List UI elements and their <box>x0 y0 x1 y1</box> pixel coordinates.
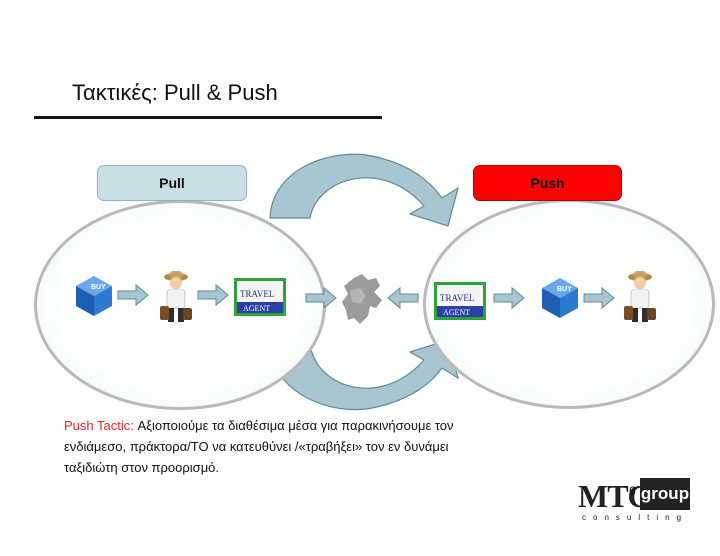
dice-text: BUY <box>557 286 572 293</box>
travel-agent-sign-icon: TRAVEL AGENT <box>434 282 486 320</box>
dice-icon: BUY <box>542 278 578 318</box>
push-label-box: Push <box>473 165 622 201</box>
company-logo: MTC group consulting <box>578 478 690 526</box>
traveler-icon <box>160 271 192 322</box>
push-tactic-description: Push Tactic: Αξιοποιούμε τα διαθέσιμα μέ… <box>64 415 454 478</box>
dice-text: BUY <box>91 284 106 291</box>
slide-number: 6 <box>629 484 636 498</box>
agent-sign-line1: TRAVEL <box>240 289 274 299</box>
pull-label-box: Pull <box>97 165 247 201</box>
description-lead: Push Tactic: <box>64 418 134 433</box>
logo-sub-text: consulting <box>582 513 689 522</box>
arrow-right-icon <box>117 283 149 307</box>
description-text: Αξιοποιούμε τα διαθέσιμα μέσα για παρακι… <box>64 418 454 475</box>
arrow-left-icon <box>387 286 419 310</box>
agent-sign-line2: AGENT <box>443 308 470 317</box>
arrow-right-icon <box>305 286 337 310</box>
page-title: Τακτικές: Pull & Push <box>72 80 278 105</box>
title-underline <box>34 116 382 119</box>
travel-agent-sign-icon: TRAVEL AGENT <box>234 278 286 316</box>
curved-arrow-top-icon <box>269 153 459 227</box>
arrow-right-icon <box>583 286 615 310</box>
agent-sign-line1: TRAVEL <box>440 293 474 303</box>
arrow-right-icon <box>197 283 229 307</box>
logo-main-text: MTC <box>578 478 651 514</box>
dice-icon: BUY <box>76 276 112 316</box>
arrow-right-icon <box>493 286 525 310</box>
agent-sign-line2: AGENT <box>243 304 270 313</box>
logo-group-text: group <box>640 478 690 510</box>
curved-arrow-bottom-icon <box>269 339 459 411</box>
traveler-icon <box>624 271 656 322</box>
island-map-icon <box>342 274 382 324</box>
